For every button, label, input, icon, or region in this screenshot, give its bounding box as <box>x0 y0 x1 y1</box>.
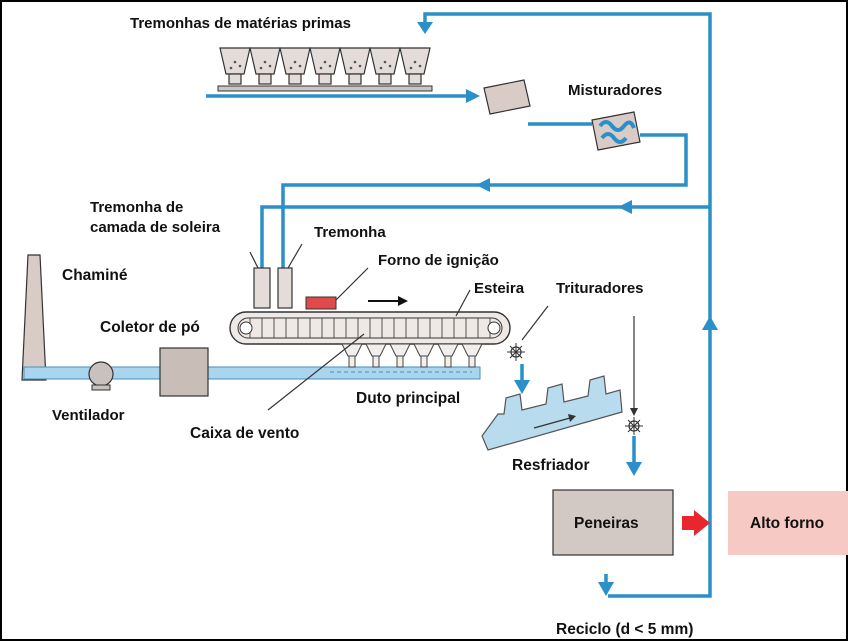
first-mixer <box>483 79 531 115</box>
hoppers-label: Tremonhas de matérias primas <box>130 15 351 32</box>
main-duct-label: Duto principal <box>356 390 460 407</box>
dust-collector <box>159 347 209 397</box>
recycle-arrowhead <box>598 582 614 596</box>
conveyor-strand <box>229 311 511 345</box>
conveyor-direction-arrow <box>368 296 408 306</box>
wind-boxes <box>341 343 483 368</box>
blast-furnace-label: Alto forno <box>750 515 824 532</box>
chimney-label: Chaminé <box>62 267 128 284</box>
hearth-hopper-label-line1: Tremonha de <box>90 199 183 216</box>
cooler-label: Resfriador <box>512 457 590 474</box>
ignition-furnace <box>305 296 337 310</box>
up-arrowhead <box>702 316 718 330</box>
recycle-label: Reciclo (d < 5 mm) <box>556 621 693 638</box>
crushers-label: Trituradores <box>556 280 644 297</box>
chimney <box>21 254 47 381</box>
second-crusher <box>625 417 643 435</box>
sinter-hopper <box>277 267 293 309</box>
crusher-arrow-head <box>630 408 638 416</box>
left-arrow-185 <box>476 178 490 192</box>
conveyor-label: Esteira <box>474 280 525 297</box>
hearth-layer-hopper <box>253 267 271 309</box>
left-arrow-207 <box>618 200 632 214</box>
screens-label: Peneiras <box>574 515 639 532</box>
fan <box>88 361 114 391</box>
raw-material-arrowhead <box>466 89 480 103</box>
blast-furnace <box>728 491 848 555</box>
mixers-label: Misturadores <box>568 82 662 99</box>
dust-collector-label: Coletor de pó <box>100 319 200 336</box>
wind-box-label: Caixa de vento <box>190 425 299 442</box>
hopper-label: Tremonha <box>314 224 386 241</box>
return-flow-lines <box>206 12 718 598</box>
to-blast-furnace-arrow <box>682 510 710 536</box>
second-mixer <box>591 111 641 151</box>
fan-label: Ventilador <box>52 407 125 424</box>
raw-material-hoppers <box>217 47 433 92</box>
hearth-hopper-label-line2: camada de soleira <box>90 219 221 236</box>
cooler <box>481 375 623 451</box>
first-crusher <box>507 343 525 361</box>
ignition-furnace-label: Forno de ignição <box>378 252 499 269</box>
main-duct <box>23 366 481 380</box>
top-return-arrowhead <box>417 22 433 34</box>
crusher-to-cooler-arrowhead <box>514 380 530 394</box>
screens <box>552 489 674 556</box>
crusher-to-screens-arrowhead <box>626 462 642 476</box>
